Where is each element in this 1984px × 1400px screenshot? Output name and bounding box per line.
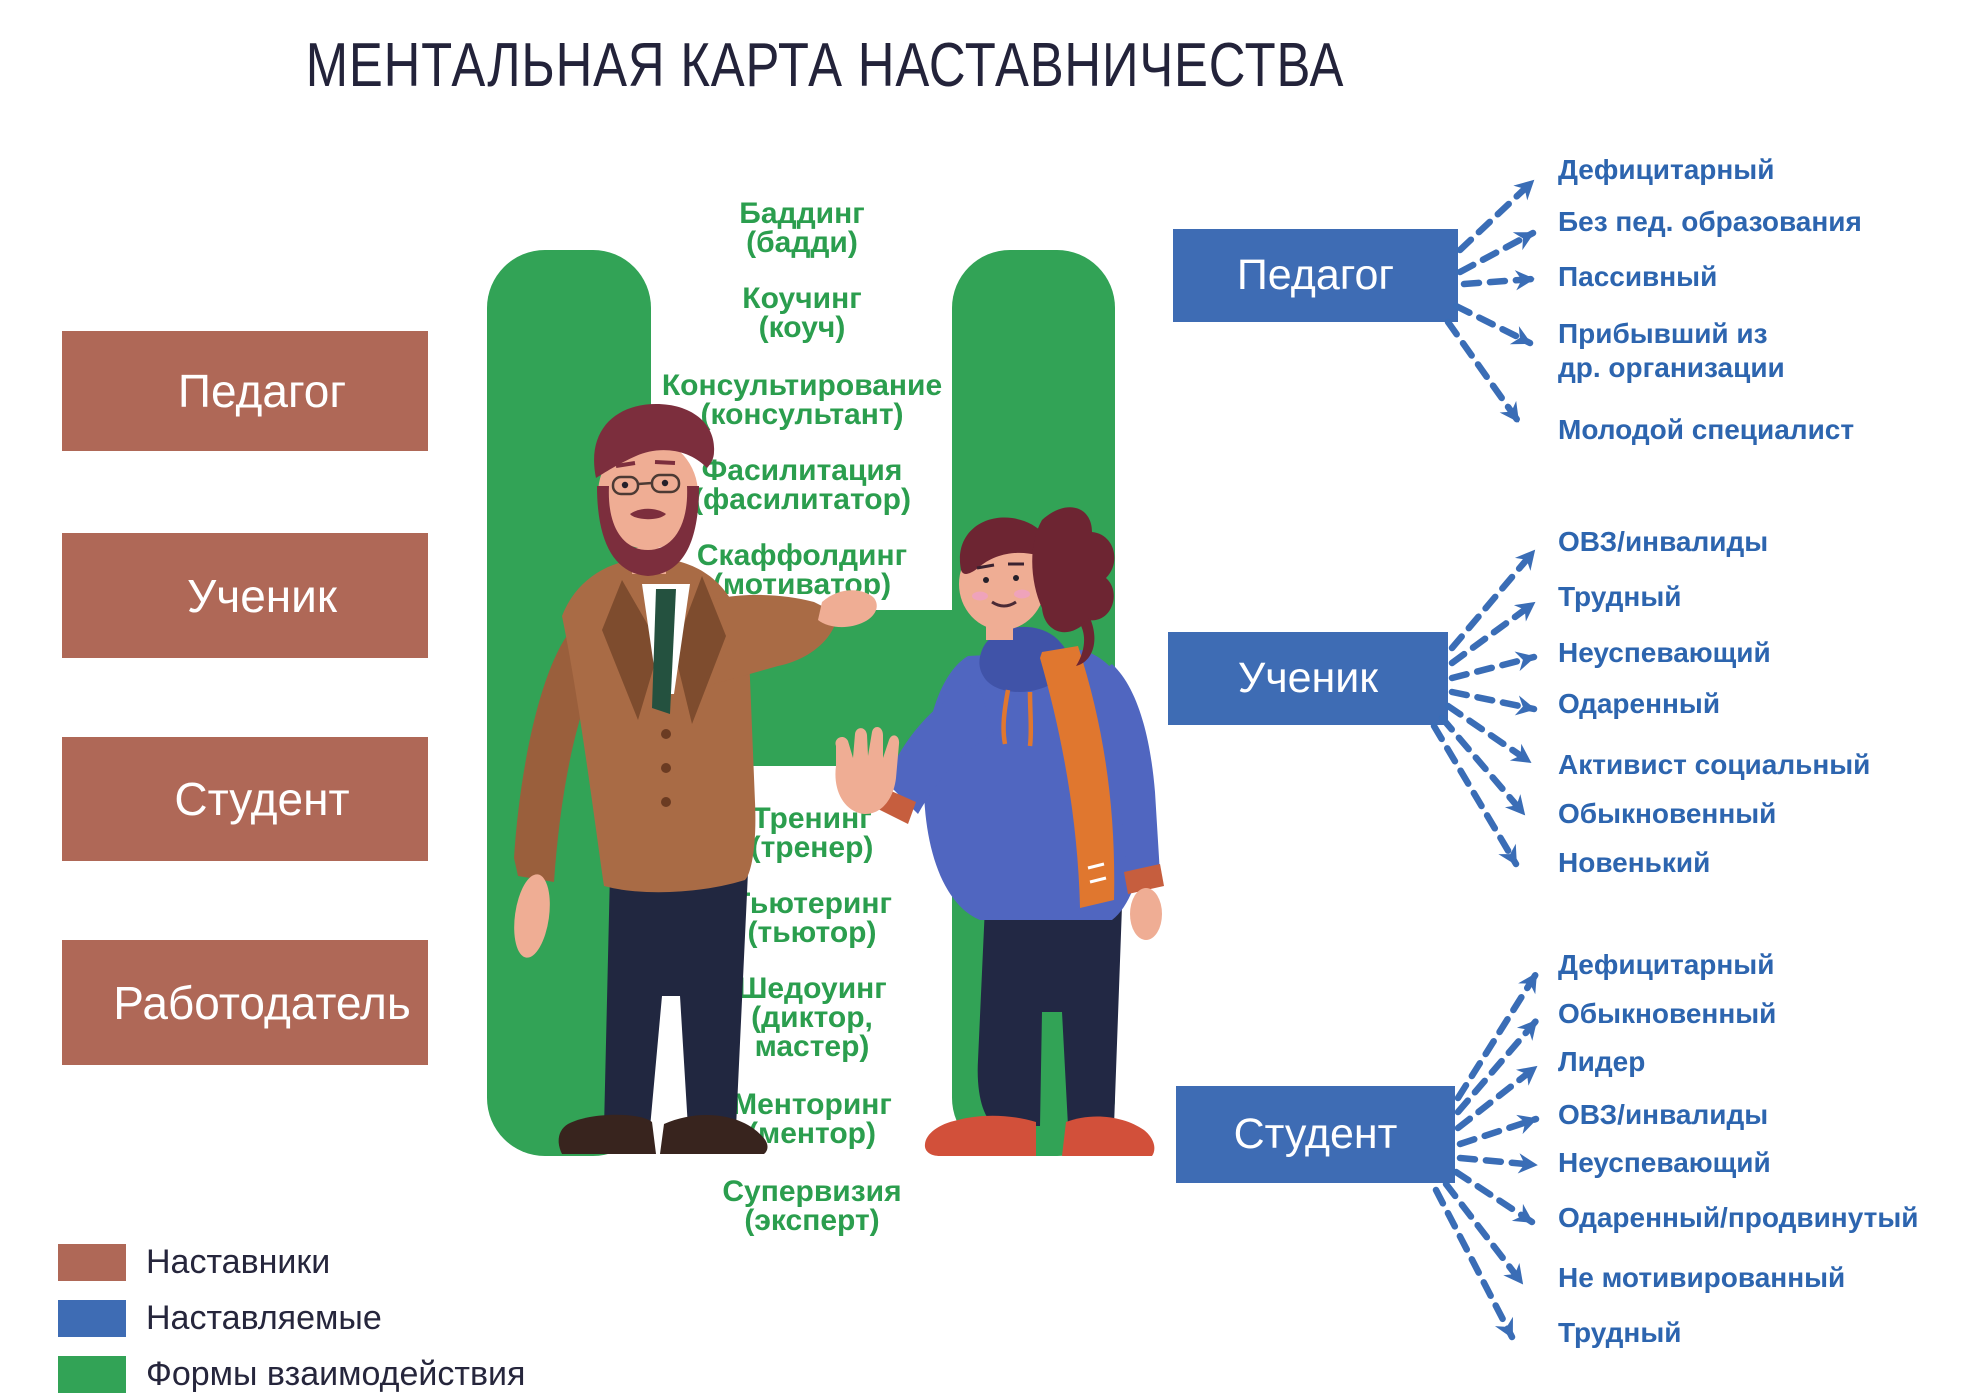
- mentor-box-label: Студент: [174, 773, 350, 825]
- mentee-box-label: Педагог: [1236, 251, 1395, 299]
- form-scaffolding: Скаффолдинг(мотиватор): [696, 539, 908, 601]
- form-budding: Баддинг(бадди): [739, 197, 865, 259]
- green-crossbar: [640, 610, 962, 766]
- mentee-box-student: Студент: [1176, 1086, 1455, 1183]
- form-coaching: Коучинг(коуч): [742, 282, 862, 344]
- mentee-box-label: Ученик: [1237, 654, 1379, 702]
- mentor-box-uchenik: Ученик: [62, 533, 428, 658]
- mentee-item: Без пед. образования: [1558, 206, 1862, 237]
- mentee-item: Пассивный: [1558, 261, 1718, 292]
- mentee-item: Дефицитарный: [1558, 154, 1775, 185]
- form-training: Тренинг(тренер): [750, 802, 874, 864]
- arrows-pedagog: [1444, 177, 1537, 425]
- legend-label: Наставники: [146, 1243, 331, 1281]
- form-shadowing: Шедоуинг(диктор, мастер): [737, 972, 887, 1063]
- mentee-item: ОВЗ/инвалиды: [1558, 526, 1769, 557]
- legend-swatch-mentees: [58, 1300, 126, 1337]
- mentee-item: Дефицитарный: [1558, 949, 1775, 980]
- mentee-item: Неуспевающий: [1558, 1147, 1771, 1178]
- mentee-box-uchenik: Ученик: [1168, 632, 1448, 725]
- mentee-item: Трудный: [1558, 1317, 1682, 1348]
- mentor-box-student: Студент: [62, 737, 428, 861]
- legend-swatch-forms: [58, 1356, 126, 1393]
- form-tutoring: Тьютеринг(тьютор): [731, 887, 892, 949]
- mentor-box-label: Ученик: [187, 569, 337, 622]
- mentee-item: Неуспевающий: [1558, 637, 1771, 668]
- page-title: МЕНТАЛЬНАЯ КАРТА НАСТАВНИЧЕСТВА: [305, 31, 1345, 100]
- legend-swatch-mentors: [58, 1244, 126, 1281]
- form-mentoring: Менторинг(ментор): [732, 1088, 892, 1150]
- mentee-item: Трудный: [1558, 581, 1682, 612]
- mentee-item: Новенький: [1558, 847, 1711, 878]
- mentee-item: Обыкновенный: [1558, 798, 1777, 829]
- mentor-box-rabotodatel: Работодатель: [62, 940, 428, 1065]
- mentee-item: Одаренный/продвинутый: [1558, 1202, 1919, 1233]
- legend-label: Наставляемые: [146, 1299, 382, 1337]
- form-facilitation: Фасилитация(фасилитатор): [693, 454, 911, 516]
- mentee-item: Одаренный: [1558, 688, 1721, 719]
- mentor-box-label: Педагог: [177, 365, 347, 417]
- form-supervision: Супервизия(эксперт): [722, 1175, 902, 1237]
- form-consulting: Консультирование(консультант): [661, 369, 943, 431]
- arrows-uchenik: [1430, 547, 1538, 868]
- mentor-box-label: Работодатель: [113, 976, 411, 1029]
- mentee-box-pedagog: Педагог: [1173, 229, 1458, 322]
- legend-item-mentees: Наставляемые: [58, 1300, 382, 1337]
- mentee-item: Обыкновенный: [1558, 998, 1777, 1029]
- mentee-box-label: Студент: [1233, 1110, 1398, 1158]
- mentee-item: Не мотивированный: [1558, 1262, 1846, 1293]
- mentee-item: Активист социальный: [1558, 749, 1871, 780]
- mentee-item: Лидер: [1558, 1046, 1646, 1077]
- legend-item-forms: Формы взаимодействия: [58, 1356, 525, 1393]
- mentee-item: Молодой специалист: [1558, 414, 1855, 445]
- legend-label: Формы взаимодействия: [146, 1355, 526, 1393]
- mentee-item: ОВЗ/инвалиды: [1558, 1099, 1769, 1130]
- mentor-box-pedagog: Педагог: [62, 331, 428, 451]
- legend-item-mentors: Наставники: [58, 1244, 330, 1281]
